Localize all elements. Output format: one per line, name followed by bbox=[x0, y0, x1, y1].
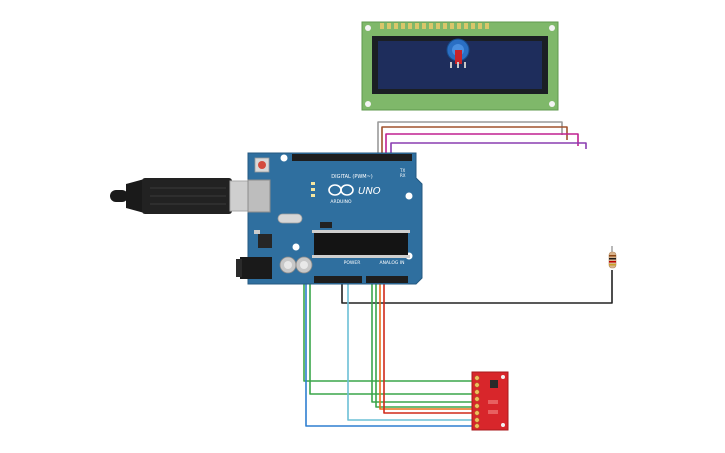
voltage-regulator bbox=[258, 234, 272, 248]
reset-button[interactable] bbox=[254, 157, 270, 173]
resistor[interactable] bbox=[608, 246, 617, 269]
dc-power-jack bbox=[240, 257, 272, 279]
wire-sensor-blue[interactable] bbox=[305, 281, 476, 427]
crystal-oscillator bbox=[277, 213, 303, 224]
wire-gnd-resistor[interactable] bbox=[341, 270, 613, 304]
arduino-uno-board[interactable]: DIGITAL (PWM~) TX RX UNO ARDUINO POWER A… bbox=[236, 152, 423, 285]
wire-lcd-purple[interactable] bbox=[390, 142, 587, 158]
wire-sensor-cyan[interactable] bbox=[347, 281, 476, 421]
lcd-contrast-potentiometer[interactable] bbox=[446, 38, 470, 68]
status-led bbox=[311, 194, 315, 197]
wire-sensor-green-3[interactable] bbox=[371, 281, 476, 403]
wire-sensor-orange[interactable] bbox=[379, 281, 476, 410]
wire-lcd-gray[interactable] bbox=[377, 121, 563, 158]
wire-lcd-magenta[interactable] bbox=[385, 133, 579, 158]
arduino-logo bbox=[328, 184, 354, 196]
wire-sensor-red[interactable] bbox=[383, 281, 476, 414]
digital-pin-header[interactable] bbox=[292, 154, 412, 161]
wire-sensor-green-4[interactable] bbox=[375, 281, 476, 408]
lcd-display[interactable] bbox=[361, 21, 559, 111]
sensor-breakout-board[interactable] bbox=[471, 371, 509, 431]
atmega-microcontroller bbox=[312, 230, 410, 258]
sensor-pins bbox=[474, 375, 480, 429]
power-pin-header[interactable] bbox=[314, 276, 362, 283]
usb-cable[interactable] bbox=[110, 178, 271, 214]
lcd-pin-header bbox=[380, 23, 489, 29]
status-led bbox=[311, 188, 315, 191]
wire-sensor-green-2[interactable] bbox=[309, 281, 476, 395]
power-header-label: POWER bbox=[344, 260, 361, 266]
analog-header-label: ANALOG IN bbox=[379, 260, 404, 266]
tx-label: TX bbox=[399, 168, 405, 173]
rx-label: RX bbox=[400, 173, 406, 178]
arduino-brand-text: ARDUINO bbox=[330, 199, 352, 205]
status-led bbox=[311, 182, 315, 185]
analog-pin-header[interactable] bbox=[366, 276, 408, 283]
arduino-uno-text: UNO bbox=[358, 186, 381, 197]
sensor-chip bbox=[490, 380, 498, 388]
digital-header-label: DIGITAL (PWM~) bbox=[331, 174, 373, 180]
usb-port bbox=[247, 179, 271, 213]
